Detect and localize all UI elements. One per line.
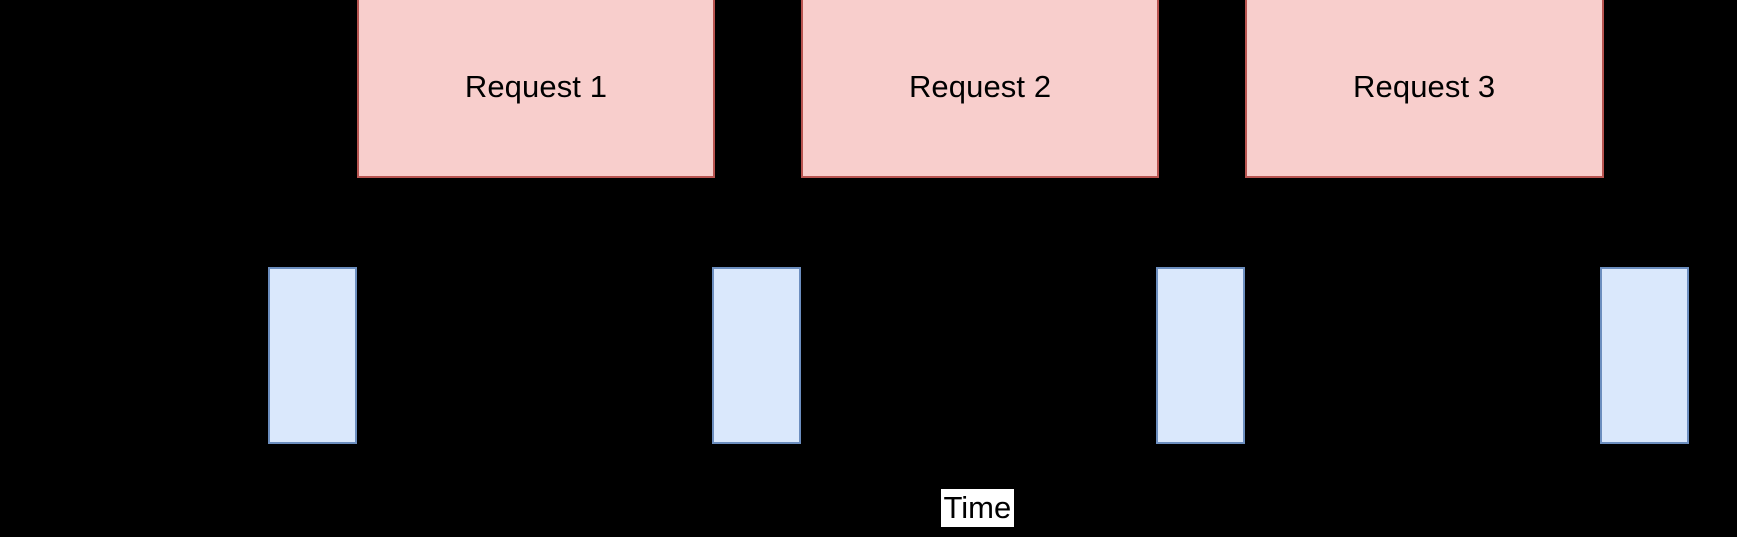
request-box-1[interactable]: Request 1 xyxy=(356,0,716,179)
time-tick-1[interactable] xyxy=(267,266,357,445)
request-box-2-label: Request 2 xyxy=(908,69,1052,105)
request-box-3-label: Request 3 xyxy=(1353,69,1496,105)
request-box-1-label: Request 1 xyxy=(464,69,608,105)
request-box-2[interactable]: Request 2 xyxy=(800,0,1160,179)
request-box-3[interactable]: Request 3 xyxy=(1244,0,1604,179)
time-tick-4[interactable] xyxy=(1600,266,1689,445)
time-axis-label: Time xyxy=(940,488,1014,528)
time-tick-3[interactable] xyxy=(1156,266,1245,445)
time-tick-2[interactable] xyxy=(712,266,801,445)
